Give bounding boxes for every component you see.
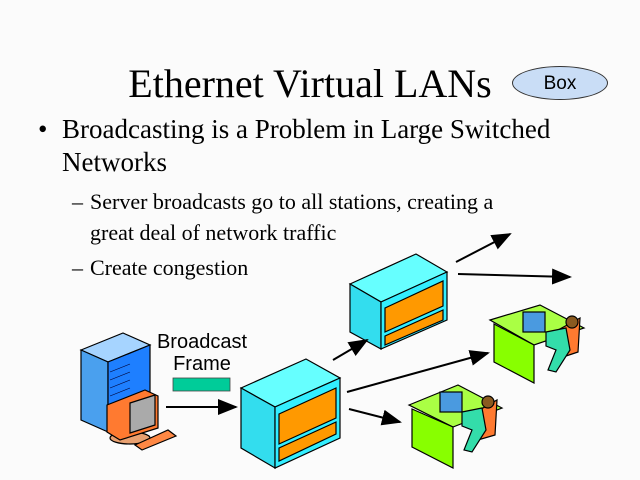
box-button[interactable]: Box xyxy=(512,66,608,100)
broadcast-frame-block xyxy=(172,377,231,392)
arrow xyxy=(457,268,572,285)
arrow xyxy=(332,338,369,361)
slide-title-text: Ethernet Virtual LANs xyxy=(128,61,492,106)
bullet-text-line: Networks xyxy=(62,147,167,177)
frame-label-line2: Frame xyxy=(173,353,231,375)
server-icon xyxy=(79,332,178,451)
frame-label-line1: Broadcast xyxy=(156,331,248,353)
arrows xyxy=(166,233,572,426)
workstation-icon xyxy=(488,304,586,384)
switch-icon xyxy=(239,358,342,470)
sub-bullet-text-line: Create congestion xyxy=(90,255,249,280)
sub-bullet-text-line: great deal of network traffic xyxy=(90,220,337,245)
bullet-marker: • xyxy=(38,114,48,144)
sub-bullet-marker: – xyxy=(72,255,83,280)
switch-icon xyxy=(348,253,449,351)
bullet-text-line: Broadcasting is a Problem in Large Switc… xyxy=(62,114,551,144)
arrow xyxy=(455,233,512,263)
sub-bullet-text-line: Server broadcasts go to all stations, cr… xyxy=(90,189,494,214)
arrow xyxy=(348,408,402,426)
arrow xyxy=(346,350,490,393)
workstation-icon xyxy=(407,384,504,469)
slide-title: Ethernet Virtual LANs xyxy=(0,60,640,107)
sub-bullet-marker: – xyxy=(72,189,83,214)
